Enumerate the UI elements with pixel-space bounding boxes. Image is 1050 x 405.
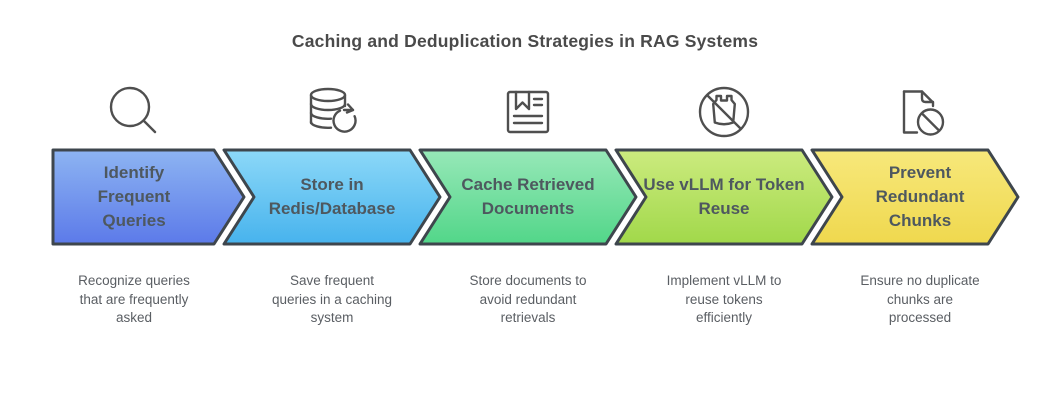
step-label-2: Store in Redis/Database (268, 175, 396, 218)
search-icon (106, 84, 162, 140)
arrow-step-4 (614, 148, 834, 246)
arrow-step-5 (810, 148, 1020, 246)
step-description-1: Recognize queries that are frequently as… (78, 273, 190, 325)
database-sync-icon (304, 84, 360, 140)
step-description-4: Implement vLLM to reuse tokens efficient… (666, 273, 782, 325)
arrow-step-3 (418, 148, 638, 246)
arrow-step-1 (51, 148, 246, 246)
step-description-3: Store documents to avoid redundant retri… (469, 273, 587, 325)
step-label-5: Prevent Redundant Chunks (875, 163, 965, 230)
step-description-2: Save frequent queries in a caching syste… (271, 273, 393, 325)
step-label-4: Use vLLM for Token Reuse (643, 175, 805, 218)
step-label-1: Identify Frequent Queries (97, 163, 171, 230)
file-blocked-icon (892, 84, 948, 140)
no-plastic-bag-icon (696, 84, 752, 140)
article-icon (500, 84, 556, 140)
arrow-step-2 (222, 148, 442, 246)
step-label-3: Cache Retrieved Documents (461, 175, 595, 218)
step-description-5: Ensure no duplicate chunks are processed (860, 273, 980, 325)
diagram-title: Caching and Deduplication Strategies in … (291, 31, 759, 51)
